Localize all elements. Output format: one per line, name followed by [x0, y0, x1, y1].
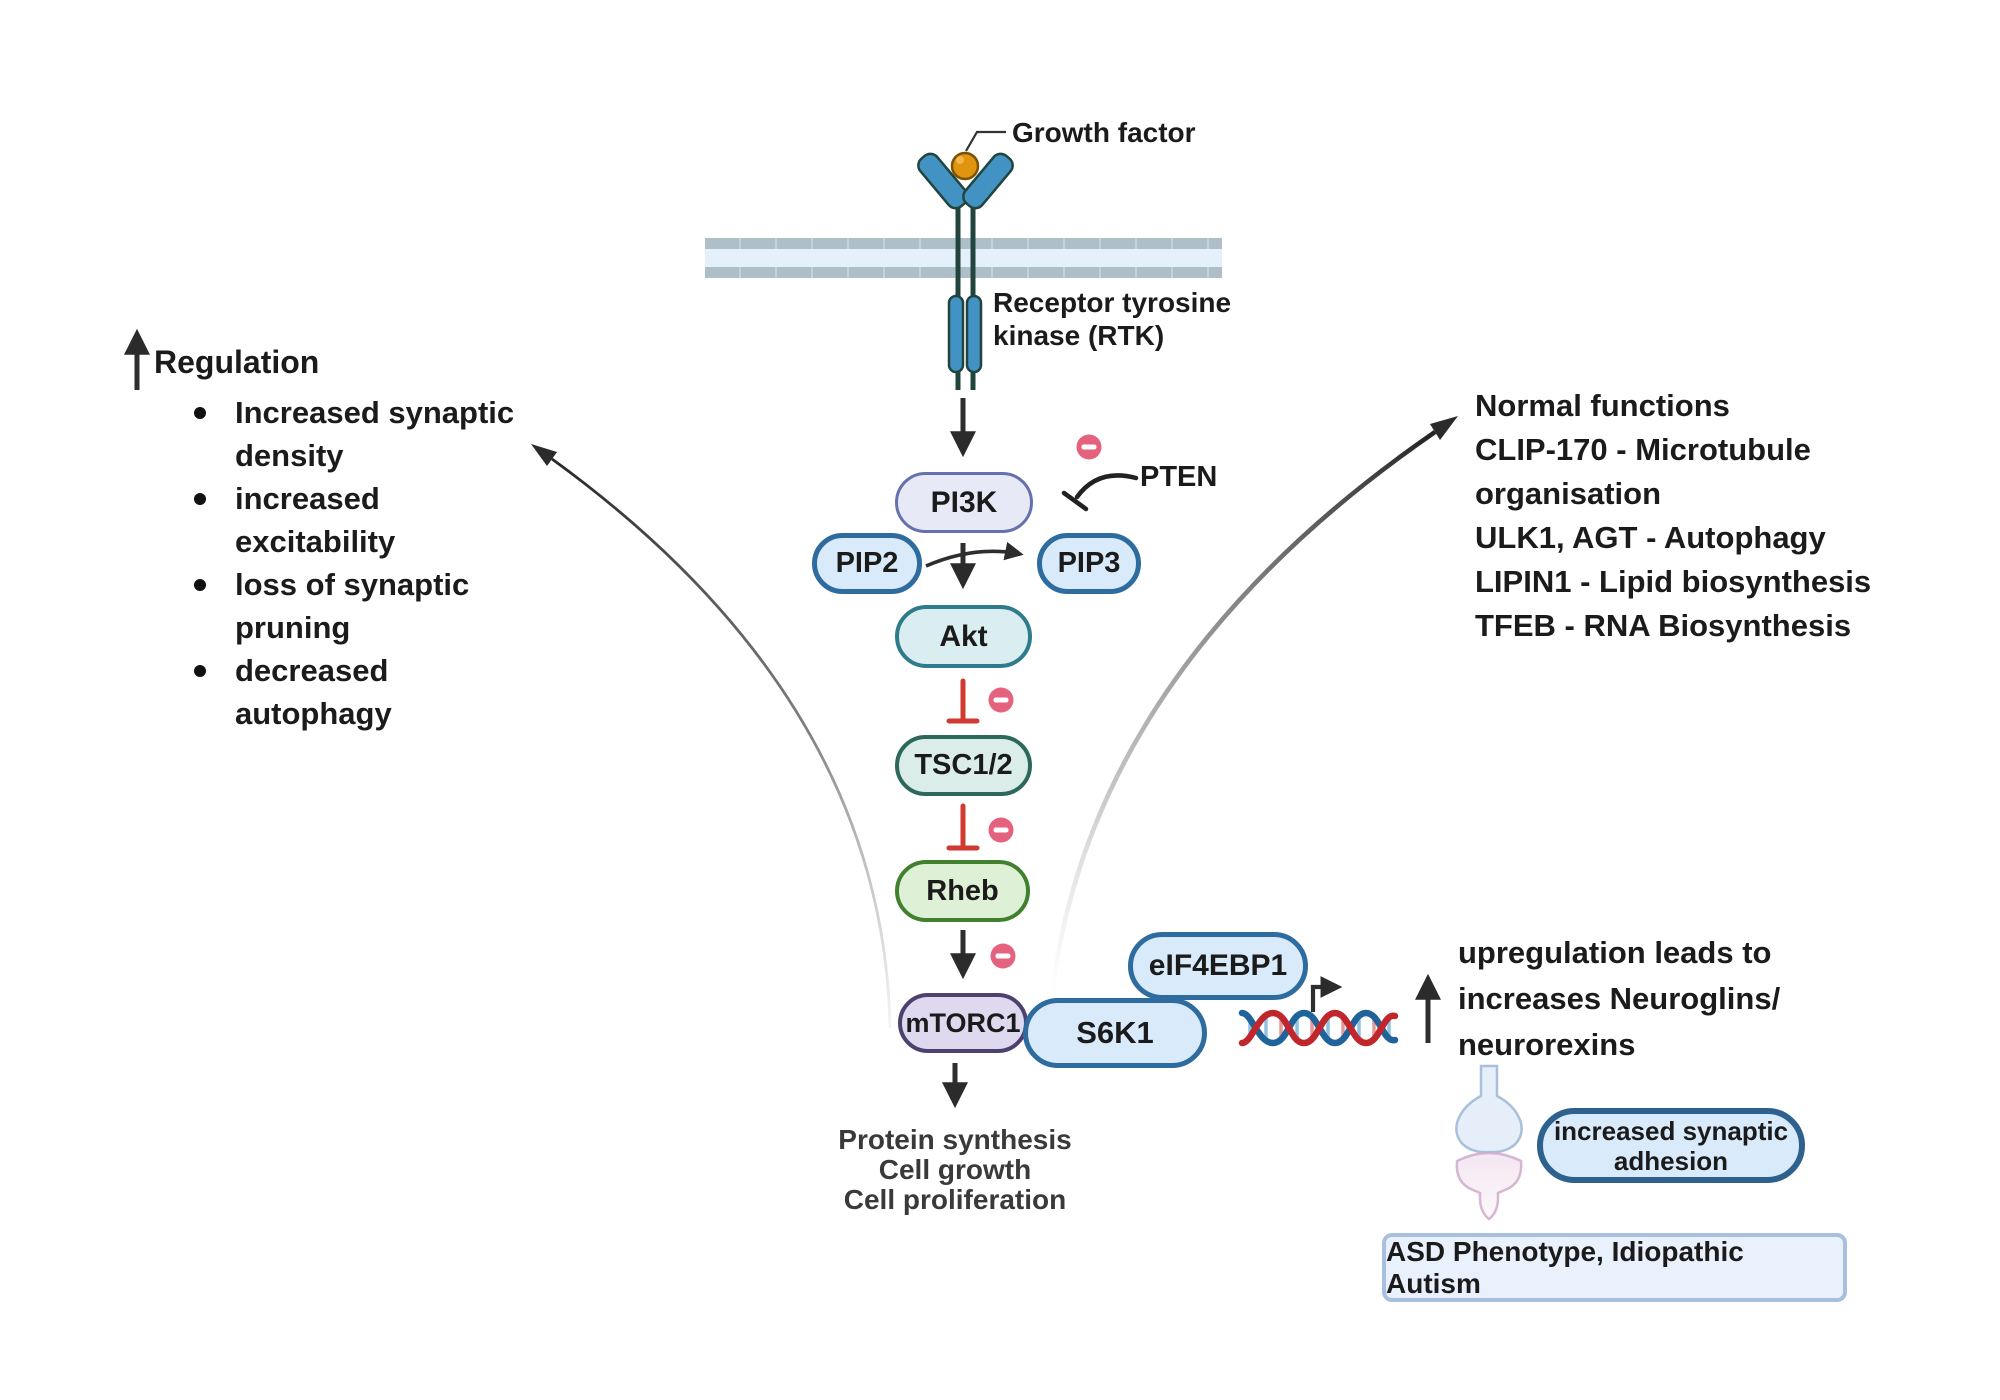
node-mtorc1: mTORC1 [898, 993, 1028, 1053]
bullet-dot [194, 579, 206, 591]
bullet-dot [194, 665, 206, 677]
regulation-heading: Regulation [154, 344, 320, 380]
node-pi3k: PI3K [895, 472, 1033, 533]
growth-factor-leader-line [965, 130, 1006, 152]
node-rheb: Rheb [895, 860, 1030, 922]
membrane-core [705, 249, 1222, 267]
node-akt: Akt [895, 605, 1032, 668]
dna-icon [1238, 1009, 1399, 1047]
normal-functions-text: Normal functions CLIP-170 - Microtubule … [1475, 388, 1872, 643]
transcription-arrow-icon [1310, 976, 1343, 1012]
curved-arrow-to-regulation [531, 444, 892, 1029]
receptor-icon [917, 130, 1014, 390]
pten-label: PTEN [1140, 461, 1218, 493]
node-s6k1: S6K1 [1023, 998, 1207, 1068]
minus-sign-icon [988, 817, 1014, 843]
minus-sign-icon [988, 687, 1014, 713]
node-eif4ebp1: eIF4EBP1 [1128, 932, 1308, 1000]
asd-phenotype-box: ASD Phenotype, Idiopathic Autism [1382, 1233, 1847, 1302]
minus-sign-icon [990, 943, 1016, 969]
rtk-label: Receptor tyrosine kinase (RTK) [993, 287, 1232, 351]
upregulation-text: upregulation leads to increases Neurogli… [1458, 935, 1781, 1062]
synapse-icon [1455, 1064, 1523, 1221]
pten-inhibition-line [1061, 473, 1139, 512]
cell-membrane-icon [705, 238, 1222, 278]
increased-synaptic-adhesion-pill: increased synaptic adhesion [1537, 1108, 1805, 1183]
arrow-pip2-to-pip3 [925, 541, 1024, 568]
inhibition-tsc-to-rheb [946, 803, 980, 851]
outcomes-text: Protein synthesis Cell growth Cell proli… [838, 1124, 1072, 1215]
node-pip2: PIP2 [812, 533, 922, 594]
bullet-dot [194, 407, 206, 419]
inhibition-akt-to-tsc [946, 678, 980, 724]
growth-factor-icon [950, 151, 980, 181]
minus-sign-icon [1076, 434, 1102, 460]
growth-factor-label: Growth factor [1012, 117, 1196, 148]
membrane-inner-leaflet [705, 267, 1222, 278]
node-pip3: PIP3 [1037, 533, 1141, 594]
membrane-outer-leaflet [705, 238, 1222, 249]
node-tsc12: TSC1/2 [895, 735, 1032, 796]
bullet-dot [194, 493, 206, 505]
curved-arrow-to-normal-functions [1049, 416, 1458, 996]
